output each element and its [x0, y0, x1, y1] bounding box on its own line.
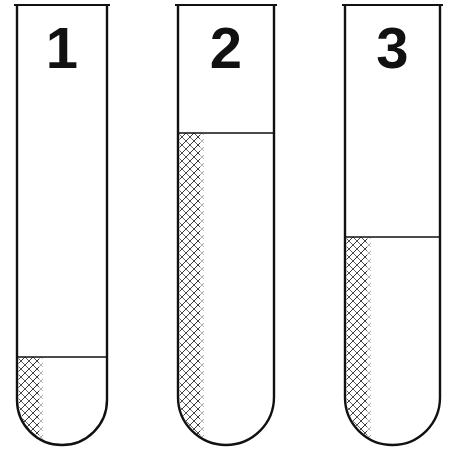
tube-number: 3	[345, 5, 440, 77]
tube-outline	[345, 5, 440, 445]
test-tube: 1	[17, 5, 107, 445]
tube-rim	[14, 4, 110, 6]
tube-number: 2	[178, 5, 274, 77]
tube-rim	[342, 4, 443, 6]
liquid-level	[178, 132, 274, 134]
tube-rim	[175, 4, 277, 6]
test-tube: 2	[178, 5, 274, 445]
liquid-level	[17, 356, 107, 358]
tube-outline	[178, 5, 274, 445]
tube-outline	[17, 5, 107, 445]
tube-number: 1	[17, 5, 107, 77]
test-tube: 3	[345, 5, 440, 445]
liquid-level	[345, 236, 440, 238]
